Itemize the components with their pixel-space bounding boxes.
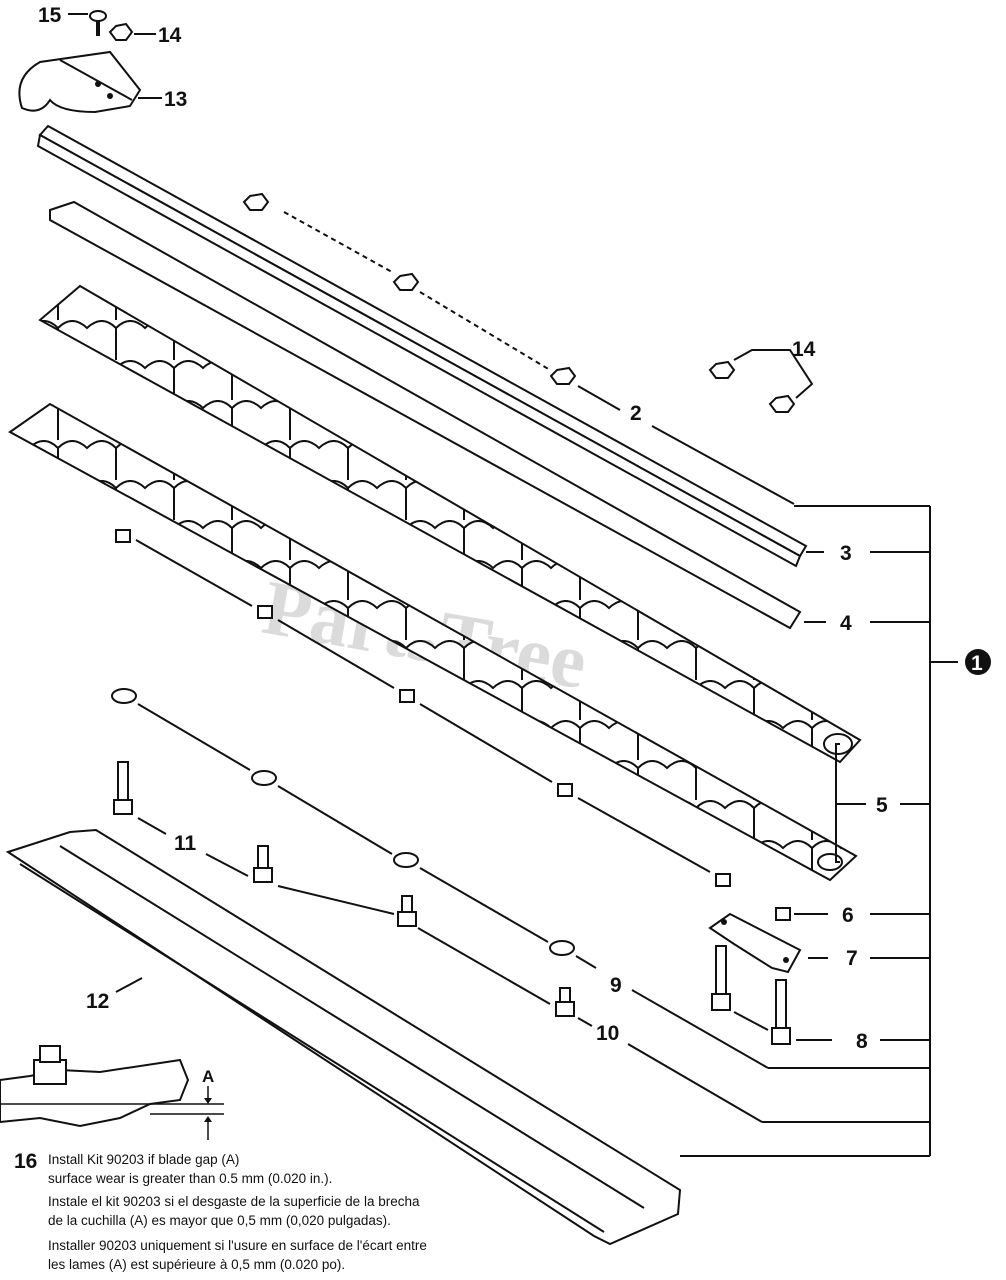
callout-8: 8 bbox=[856, 1030, 868, 1053]
callout-9: 9 bbox=[610, 974, 622, 997]
part-4-plate bbox=[49, 200, 826, 630]
part-7-plate bbox=[708, 912, 828, 974]
part-10-bolts bbox=[113, 761, 763, 1123]
part-14-nut-row bbox=[242, 192, 795, 505]
part-3-upper-bar bbox=[36, 124, 824, 568]
gap-label: A bbox=[202, 1067, 214, 1086]
callout-16: 16 bbox=[14, 1150, 38, 1173]
part-14-nut-top bbox=[108, 22, 156, 41]
callout-6: 6 bbox=[842, 904, 854, 927]
callout-3: 3 bbox=[840, 542, 852, 565]
part-9-washers bbox=[111, 688, 769, 1069]
callout-10: 10 bbox=[596, 1022, 619, 1045]
install-note-french: Installer 90203 uniquement si l'usure en… bbox=[48, 1236, 427, 1274]
callout-15: 15 bbox=[38, 4, 62, 27]
part-14-nut-pair bbox=[708, 349, 814, 413]
callout-2: 2 bbox=[630, 402, 642, 425]
note-en-line-1: Install Kit 90203 if blade gap (A) bbox=[48, 1152, 240, 1167]
callout-4: 4 bbox=[840, 612, 852, 635]
note-fr-line-1: Installer 90203 uniquement si l'usure en… bbox=[48, 1238, 427, 1253]
part-15-bolt bbox=[68, 10, 107, 36]
callout-14-top: 14 bbox=[158, 24, 182, 47]
install-note-english: Install Kit 90203 if blade gap (A) surfa… bbox=[48, 1150, 332, 1188]
callout-11: 11 bbox=[174, 832, 197, 855]
part-12-lower-bar bbox=[5, 828, 682, 1246]
part-5-upper-blade bbox=[38, 284, 862, 764]
note-fr-line-2: les lames (A) est supérieure à 0,5 mm (0… bbox=[48, 1257, 346, 1272]
note-es-line-2: de la cuchilla (A) es mayor que 0,5 mm (… bbox=[48, 1213, 391, 1228]
part-13-guard bbox=[18, 50, 162, 114]
part-5-lower-blade bbox=[8, 402, 858, 882]
part-8-bolts bbox=[711, 945, 832, 1045]
assembly-bracket bbox=[680, 505, 991, 1157]
callout-14-right: 14 bbox=[792, 338, 816, 361]
callout-13: 13 bbox=[164, 88, 187, 111]
install-note-spanish: Instale el kit 90203 si el desgaste de l… bbox=[48, 1192, 419, 1230]
callout-1: 1 bbox=[971, 652, 983, 675]
callout-7: 7 bbox=[846, 947, 858, 970]
part-6-spacers bbox=[115, 529, 828, 921]
note-en-line-2: surface wear is greater than 0.5 mm (0.0… bbox=[48, 1171, 333, 1186]
callout-12: 12 bbox=[86, 990, 109, 1013]
note-es-line-1: Instale el kit 90203 si el desgaste de l… bbox=[48, 1194, 420, 1209]
part-16-gap-detail bbox=[0, 1045, 224, 1140]
callout-5: 5 bbox=[876, 794, 888, 817]
